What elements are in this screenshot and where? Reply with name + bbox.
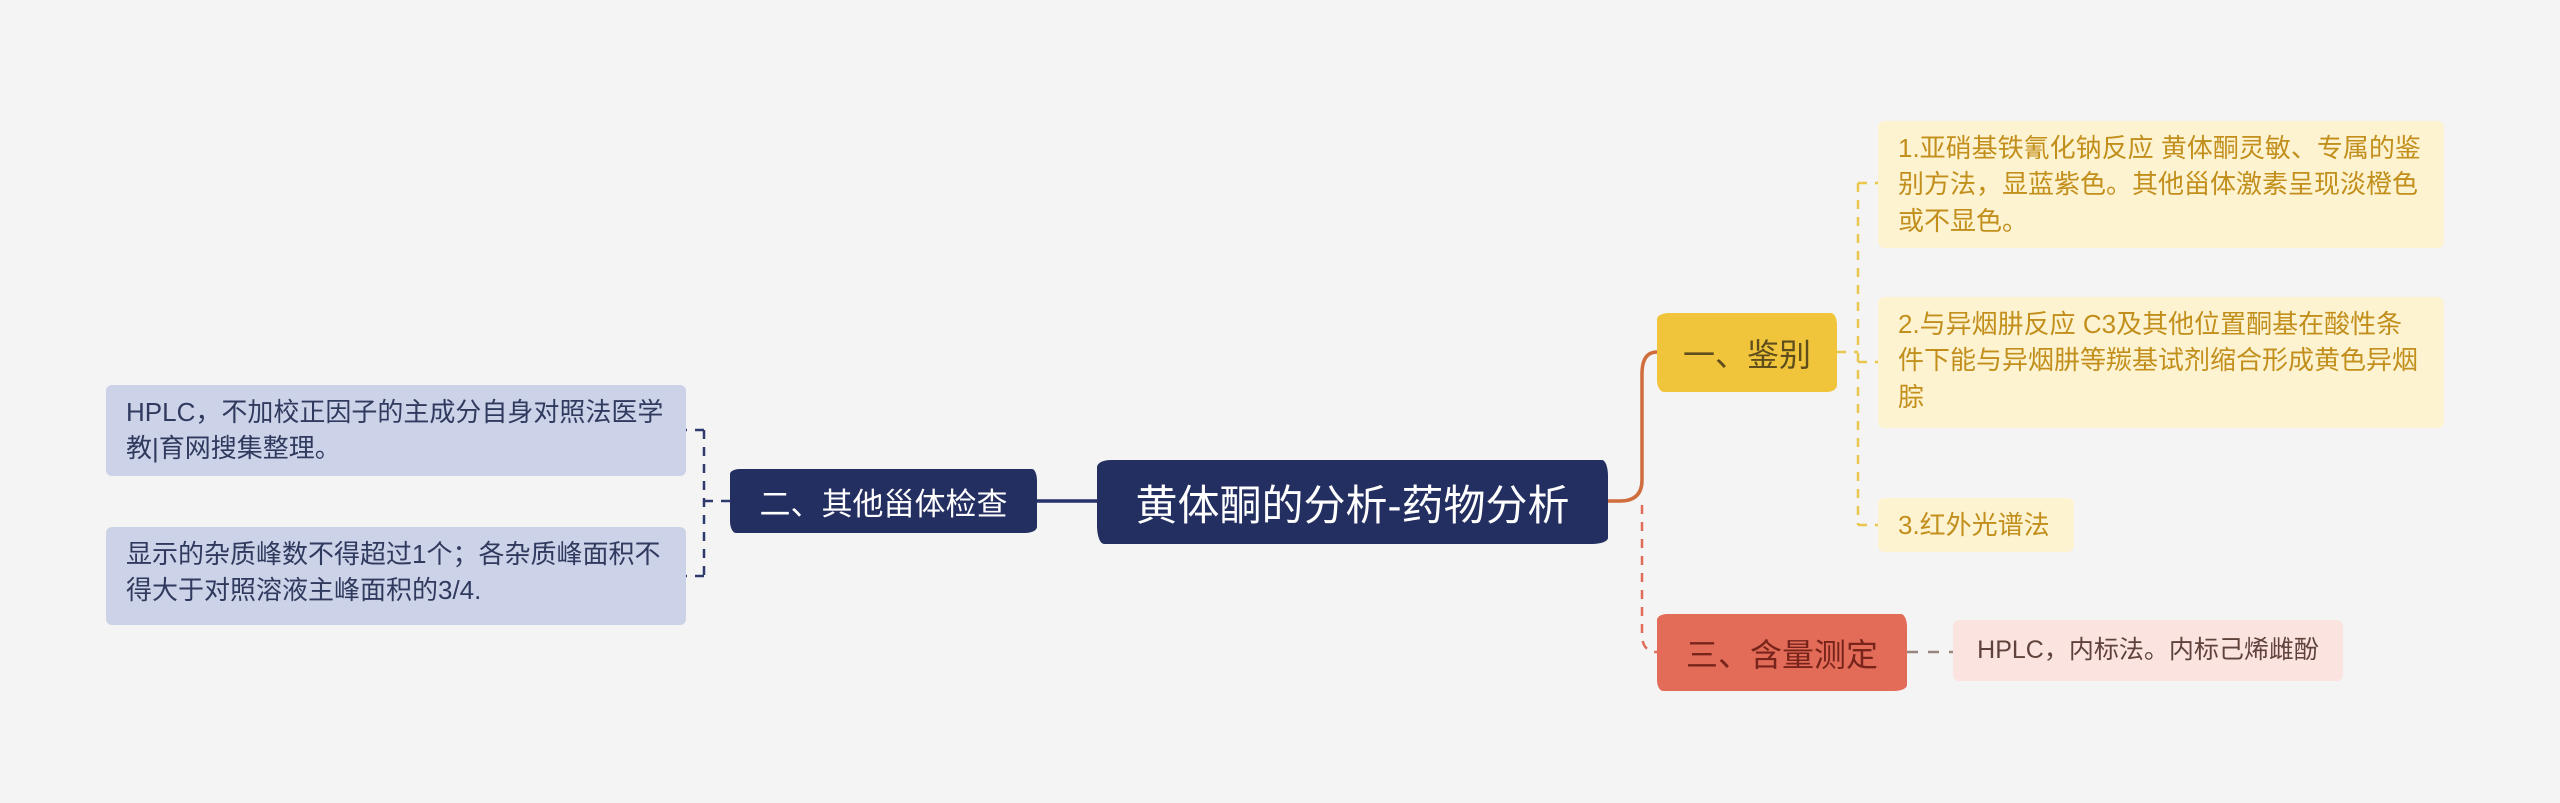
note-assay-hplc[interactable]: HPLC，内标法。内标己烯雌酚 <box>1953 620 2343 681</box>
connector-root-to-identification <box>1608 350 1658 503</box>
note-identification-3[interactable]: 3.红外光谱法 <box>1878 498 2074 553</box>
root-node[interactable]: 黄体酮的分析-药物分析 <box>1097 460 1608 544</box>
note-impurity-limit[interactable]: 显示的杂质峰数不得超过1个；各杂质峰面积不得大于对照溶液主峰面积的3/4. <box>106 527 686 625</box>
note-identification-1[interactable]: 1.亚硝基铁氰化钠反应 黄体酮灵敏、专属的鉴别方法，显蓝紫色。其他甾体激素呈现淡… <box>1878 121 2444 249</box>
note-hplc-self-control[interactable]: HPLC，不加校正因子的主成分自身对照法医学教|育网搜集整理。 <box>106 385 686 476</box>
connector-root-to-assay <box>1640 505 1658 654</box>
note-identification-2[interactable]: 2.与异烟肼反应 C3及其他位置酮基在酸性条件下能与异烟肼等羰基试剂缩合形成黄色… <box>1878 297 2444 428</box>
branch-identification[interactable]: 一、鉴别 <box>1657 313 1837 392</box>
branch-assay[interactable]: 三、含量测定 <box>1657 614 1907 691</box>
branch-other-steroid-check[interactable]: 二、其他甾体检查 <box>730 469 1037 533</box>
